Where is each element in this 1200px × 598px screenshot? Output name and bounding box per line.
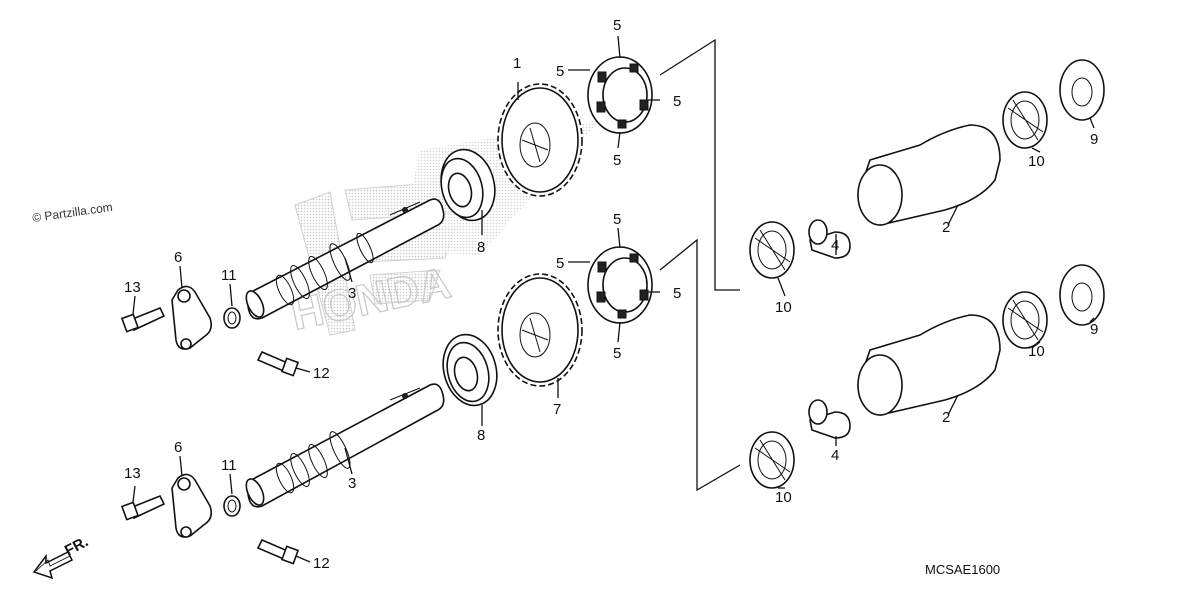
callout-11: 11 — [221, 267, 237, 284]
callout-10: 10 — [1028, 343, 1045, 360]
callout-10: 10 — [775, 299, 792, 316]
callout-5: 5 — [556, 255, 564, 272]
callout-1: 1 — [513, 55, 521, 72]
callout-3: 3 — [348, 475, 356, 492]
damper-lower — [587, 246, 653, 324]
right-group-upper — [749, 59, 1105, 279]
arm-group-upper — [120, 285, 300, 377]
damper-upper — [587, 56, 653, 134]
callout-8: 8 — [477, 427, 485, 444]
front-arrow: FR. — [32, 533, 91, 580]
callout-4: 4 — [831, 447, 839, 464]
assembly-brackets — [659, 38, 741, 492]
callout-2: 2 — [942, 219, 950, 236]
callout-2: 2 — [942, 409, 950, 426]
callout-5: 5 — [613, 211, 621, 228]
callout-9: 9 — [1090, 131, 1098, 148]
callout-labels: 1 5 5 5 5 8 3 6 11 13 12 5 5 5 5 8 7 3 6… — [124, 17, 1098, 572]
callout-4: 4 — [831, 237, 839, 254]
callout-5: 5 — [613, 17, 621, 34]
gear-upper — [497, 83, 583, 197]
diagram-code: MCSAE1600 — [925, 562, 1000, 577]
callout-5: 5 — [673, 93, 681, 110]
callout-5: 5 — [673, 285, 681, 302]
callout-5: 5 — [613, 345, 621, 362]
right-group-lower — [749, 264, 1105, 489]
bearing-lower — [442, 333, 498, 407]
callout-5: 5 — [556, 63, 564, 80]
callout-13: 13 — [124, 465, 141, 482]
callout-12: 12 — [313, 555, 330, 572]
callout-12: 12 — [313, 365, 330, 382]
callout-3: 3 — [348, 285, 356, 302]
leader-lines — [132, 35, 1095, 563]
gear-lower — [497, 273, 583, 387]
shaft-lower — [245, 383, 445, 508]
callout-11: 11 — [221, 457, 237, 474]
callout-8: 8 — [477, 239, 485, 256]
bearing-upper — [440, 148, 496, 222]
callout-5: 5 — [613, 152, 621, 169]
callout-10: 10 — [1028, 153, 1045, 170]
callout-10: 10 — [775, 489, 792, 506]
callout-7: 7 — [553, 401, 561, 418]
callout-6: 6 — [174, 439, 182, 456]
arm-group-lower — [120, 473, 300, 565]
partzilla-watermark: © Partzilla.com — [31, 200, 113, 225]
callout-6: 6 — [174, 249, 182, 266]
callout-9: 9 — [1090, 321, 1098, 338]
callout-13: 13 — [124, 279, 141, 296]
